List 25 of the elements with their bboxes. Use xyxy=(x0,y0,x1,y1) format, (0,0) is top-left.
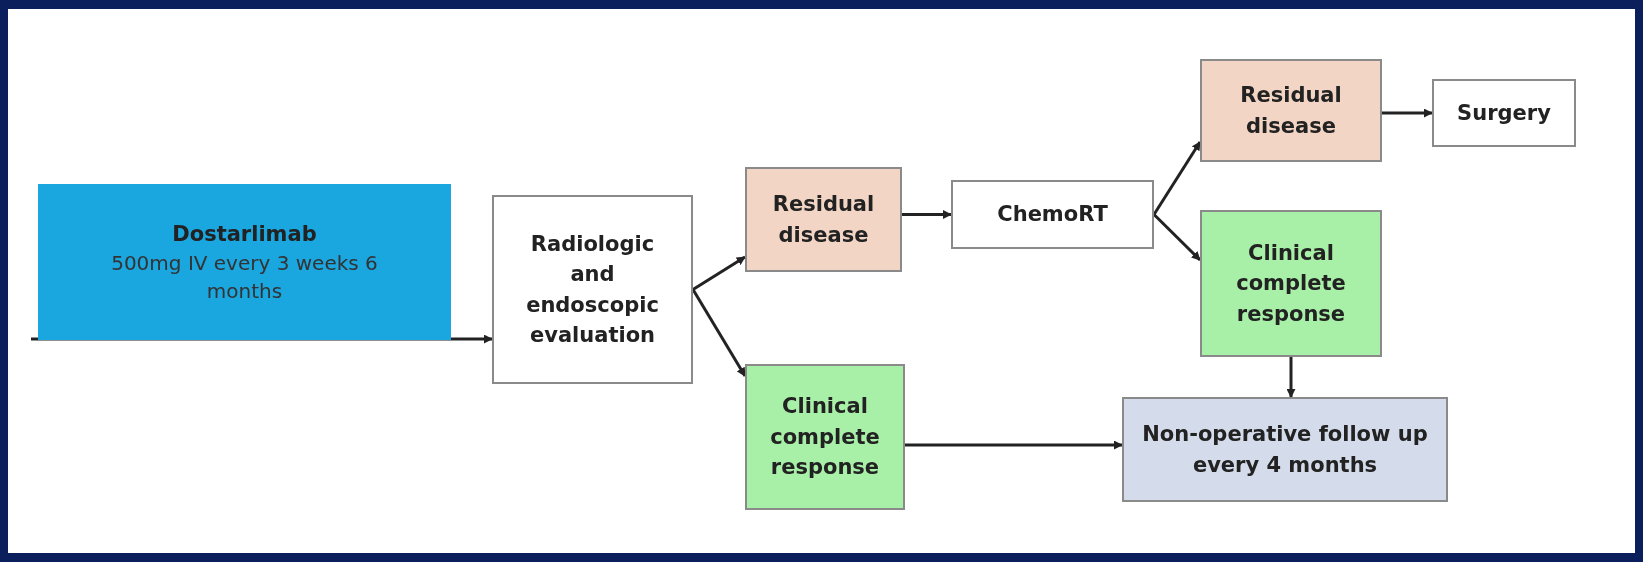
arrow xyxy=(692,255,746,291)
node-title: Residual disease xyxy=(771,191,876,249)
node-title: Residual disease xyxy=(1239,82,1343,140)
arrow xyxy=(1382,108,1433,118)
node-title: Clinical complete response xyxy=(1235,239,1347,328)
node-title: Surgery xyxy=(1457,99,1551,127)
complete-response-box xyxy=(1200,210,1382,357)
residual-disease-box xyxy=(745,167,902,272)
treatment-box xyxy=(38,184,451,340)
node-detail: 500mg IV every 3 weeks 6 months xyxy=(110,250,379,306)
node-title: Clinical complete response xyxy=(769,393,881,482)
node-title: Dostarlimab xyxy=(172,220,317,248)
arrow xyxy=(31,334,493,344)
chemort-box xyxy=(951,180,1154,249)
follow-up-box xyxy=(1122,397,1448,502)
complete-response-box xyxy=(745,364,905,510)
residual-disease-box xyxy=(1200,59,1382,162)
arrow xyxy=(1286,357,1296,398)
node-title: Non-operative follow up every 4 months xyxy=(1141,421,1429,479)
arrow xyxy=(905,440,1123,450)
evaluation-box xyxy=(492,195,693,384)
node-title: ChemoRT xyxy=(997,201,1108,229)
node-title: Radiologic and endoscopic evaluation xyxy=(525,230,660,349)
arrow xyxy=(902,210,952,219)
surgery-box xyxy=(1432,79,1576,147)
